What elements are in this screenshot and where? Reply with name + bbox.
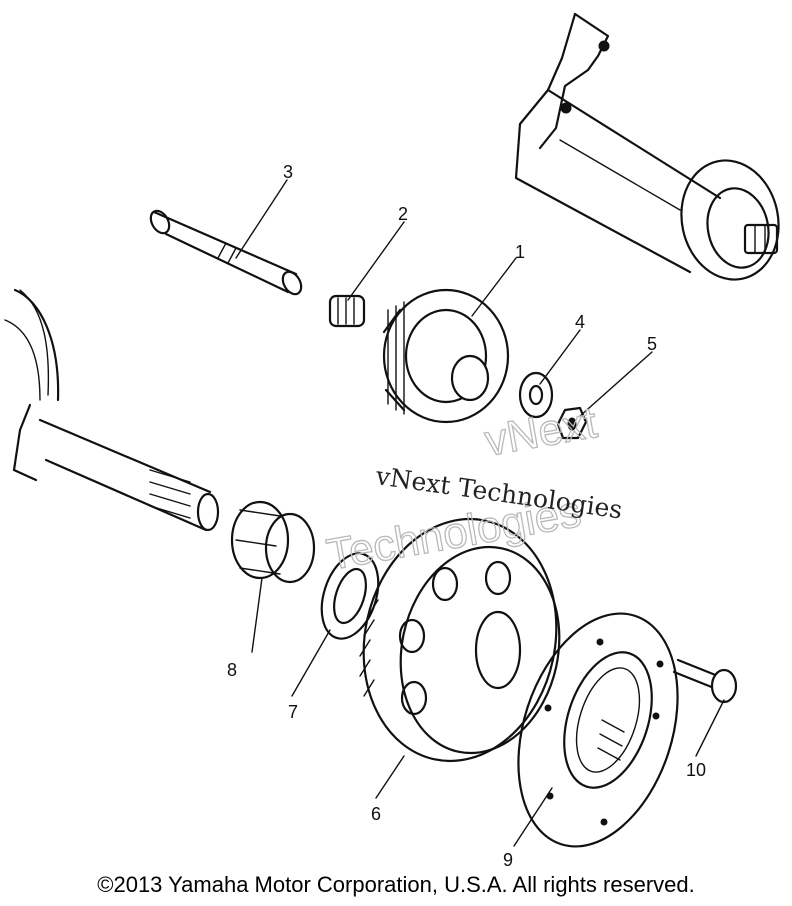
watermark: vNext Technologies vNext Technologies	[323, 397, 625, 580]
callout-6: 6	[371, 804, 381, 824]
callout-9: 9	[503, 850, 513, 870]
starter-motor	[514, 12, 780, 281]
watermark-outline-line-1: vNext	[481, 398, 600, 466]
callout-1: 1	[515, 242, 525, 262]
callout-numbers: 1 2 3 4 5 6 7 8 9 10	[227, 162, 706, 870]
leader-lines	[235, 179, 725, 847]
needle-bearing-small	[328, 294, 366, 328]
callout-3: 3	[283, 162, 293, 182]
crankshaft	[4, 288, 220, 532]
callout-4: 4	[575, 312, 585, 332]
needle-bearing-large	[230, 500, 316, 584]
callout-2: 2	[398, 204, 408, 224]
starter-clutch-gear	[382, 288, 510, 424]
bolt	[672, 658, 738, 704]
copyright-notice: ©2013 Yamaha Motor Corporation, U.S.A. A…	[97, 872, 695, 897]
callout-7: 7	[288, 702, 298, 722]
callout-10: 10	[686, 760, 706, 780]
one-way-clutch	[517, 612, 679, 848]
washer	[518, 371, 554, 419]
callout-5: 5	[647, 334, 657, 354]
starter-ring-gear	[359, 517, 561, 763]
idler-shaft	[149, 209, 303, 296]
nut	[556, 406, 588, 440]
callout-8: 8	[227, 660, 237, 680]
